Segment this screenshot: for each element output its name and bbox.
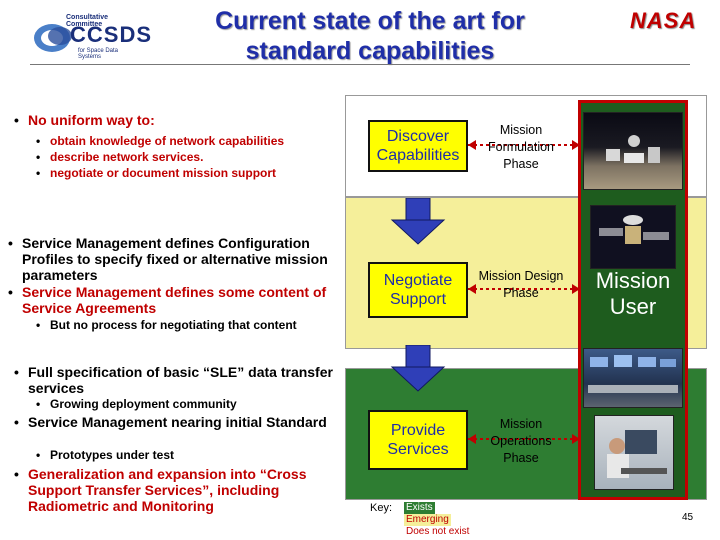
arrow-down-icon [390, 198, 446, 245]
bullet-dot: • [36, 150, 41, 164]
bullet-dot: • [8, 235, 13, 251]
sub-bullet-describe: • describe network services. [36, 150, 340, 165]
sub-bullet-no-process: • But no process for negotiating that co… [36, 318, 340, 333]
bullet-cross-support: • Generalization and expansion into “Cro… [14, 466, 346, 514]
key-exists: Exists [404, 502, 435, 514]
title-line-2: standard capabilities [245, 37, 495, 65]
photo-spacecraft [590, 205, 676, 269]
bullet-text: Service Management defines some content … [22, 284, 327, 316]
bullet-dot: • [14, 364, 19, 380]
bullet-text: No uniform way to: [28, 112, 155, 128]
sub-bullet-prototypes: • Prototypes under test [36, 448, 340, 463]
logo-text-space: for Space Data Systems [78, 48, 119, 60]
provide-services-box: Provide Services [368, 410, 468, 470]
logo-text-ccsds: CCSDS [70, 22, 153, 47]
sub-bullet-text: Growing deployment community [50, 397, 237, 411]
key-does-not-exist: Does not exist [406, 526, 470, 537]
bullet-text: Generalization and expansion into “Cross… [28, 466, 307, 514]
bullet-dot: • [14, 466, 19, 482]
sub-bullet-knowledge: • obtain knowledge of network capabiliti… [36, 134, 340, 149]
negotiate-support-box: Negotiate Support [368, 262, 468, 318]
sub-bullet-text: negotiate or document mission support [50, 166, 277, 180]
sub-bullet-text: obtain knowledge of network capabilities [50, 134, 285, 148]
bullet-dot: • [36, 318, 41, 332]
header-divider [30, 64, 690, 65]
key-label: Key: [370, 502, 393, 514]
photo-operator [594, 415, 674, 490]
phase-formulation-label: Mission Formulation Phase [488, 123, 554, 171]
bullet-sm-standard: • Service Management nearing initial Sta… [14, 414, 340, 430]
sub-bullet-text: But no process for negotiating that cont… [50, 318, 297, 332]
bullet-dot: • [36, 166, 41, 180]
slide-title: Current state of the art for standard ca… [150, 6, 590, 66]
phase-operations-label: Mission Operations Phase [490, 417, 552, 465]
mission-user-label: Mission User [595, 268, 671, 319]
discover-capabilities-box: Discover Capabilities [368, 120, 468, 172]
page-number: 45 [682, 512, 694, 523]
nasa-logo-text: NASA [630, 8, 697, 33]
key-emerging: Emerging [404, 514, 451, 526]
bullet-no-uniform: • No uniform way to: [14, 112, 338, 128]
title-line-1: Current state of the art for [215, 7, 525, 35]
ccsds-logo: Consultative Committee CCSDS for Space D… [30, 6, 151, 60]
bullet-text: Service Management nearing initial Stand… [28, 414, 327, 430]
sub-bullet-text: describe network services. [50, 150, 204, 164]
dotted-connector-3 [468, 434, 580, 444]
phase-design-label: Mission Design Phase [478, 269, 564, 300]
bullet-dot: • [14, 414, 19, 430]
bullet-dot: • [36, 397, 41, 411]
arrow-down-icon [390, 345, 446, 392]
dotted-connector-1 [468, 140, 580, 150]
bullet-text: Service Management defines Configuration… [22, 235, 328, 283]
photo-control-room [583, 348, 683, 408]
sub-bullet-deployment: • Growing deployment community [36, 397, 340, 412]
bullet-dot: • [36, 134, 41, 148]
sub-bullet-negotiate: • negotiate or document mission support [36, 166, 340, 181]
bullet-service-agreements: • Service Management defines some conten… [8, 284, 340, 316]
bullet-dot: • [14, 112, 19, 128]
bullet-sle-spec: • Full specification of basic “SLE” data… [14, 364, 340, 396]
photo-mission-formulation [583, 112, 683, 190]
bullet-config-profiles: • Service Management defines Configurati… [8, 235, 340, 283]
sub-bullet-text: Prototypes under test [50, 448, 175, 462]
bullet-dot: • [36, 448, 41, 462]
bullet-text: Full specification of basic “SLE” data t… [28, 364, 333, 396]
logo-text-committee: Consultative Committee [66, 14, 109, 28]
dotted-connector-2 [468, 284, 580, 294]
bullet-dot: • [8, 284, 13, 300]
